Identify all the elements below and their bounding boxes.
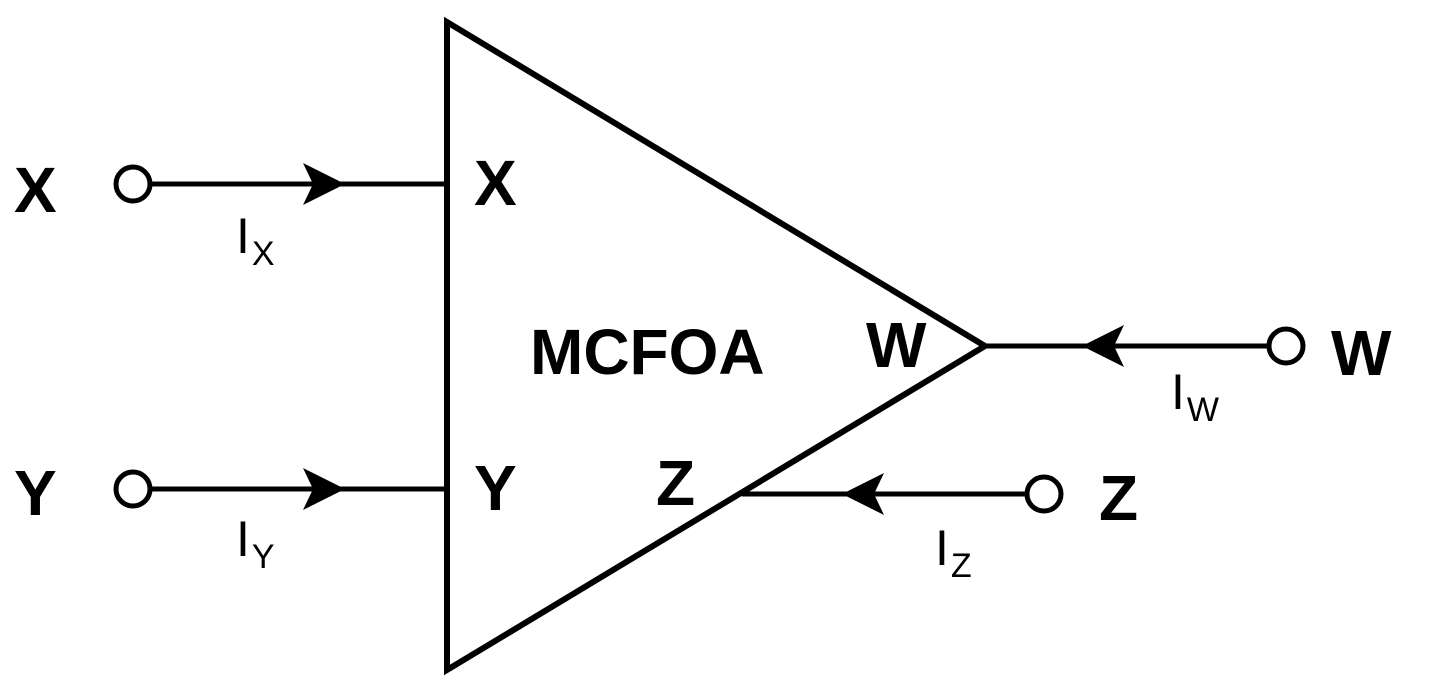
arrow-iy (303, 468, 345, 510)
current-iw-label: IW (1171, 364, 1219, 429)
port-w-label: W (866, 309, 927, 381)
terminal-x-label: X (14, 154, 57, 226)
terminal-y-label: Y (14, 457, 57, 529)
current-iw-symbol: I (1171, 364, 1185, 420)
current-ix-symbol: I (236, 208, 250, 264)
block-name: MCFOA (530, 316, 765, 388)
mcfoa-triangle (444, 16, 991, 676)
current-ix-label: IX (236, 208, 275, 273)
current-iw-subscript: W (1187, 391, 1219, 429)
terminal-w-label: W (1331, 317, 1392, 389)
current-iz-symbol: I (935, 520, 949, 576)
terminal-x-node (113, 164, 153, 204)
arrow-iw (1082, 325, 1124, 367)
current-iz-subscript: Z (951, 547, 972, 585)
terminal-z-node (1024, 474, 1064, 514)
arrow-iz (842, 473, 884, 515)
current-iz-label: IZ (935, 520, 972, 585)
port-x-label: X (474, 147, 517, 219)
terminal-w-node (1266, 326, 1306, 366)
port-z-label: Z (656, 447, 695, 519)
arrow-ix (303, 163, 345, 205)
terminal-z-label: Z (1099, 462, 1138, 534)
port-y-label: Y (474, 452, 517, 524)
current-ix-subscript: X (252, 235, 275, 273)
current-iy-subscript: Y (252, 538, 275, 576)
terminal-y-node (113, 469, 153, 509)
current-iy-symbol: I (236, 511, 250, 567)
current-iy-label: IY (236, 511, 275, 576)
